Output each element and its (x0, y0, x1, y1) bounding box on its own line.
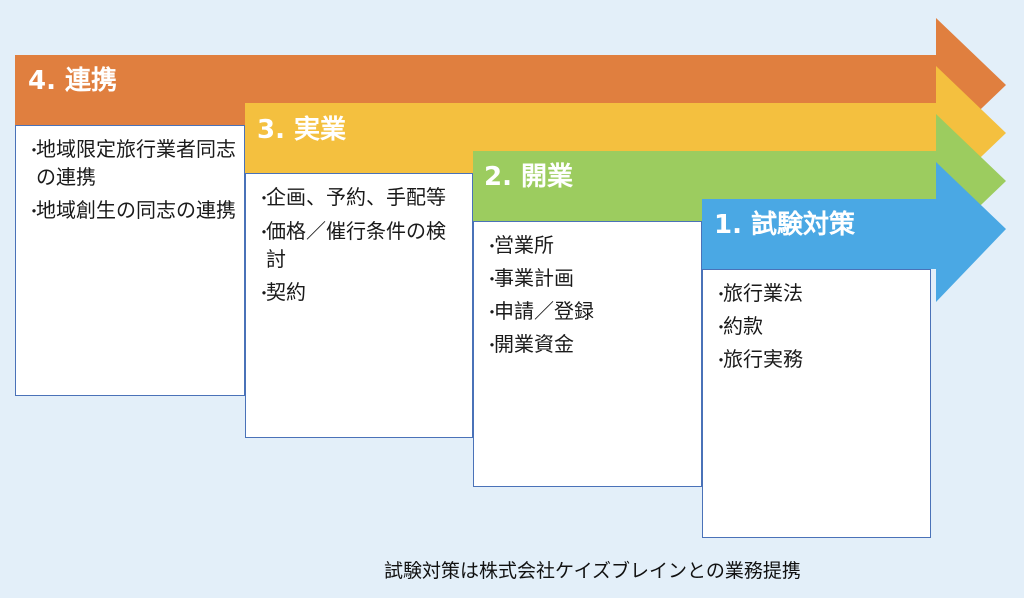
list-item: 事業計画 (484, 265, 693, 293)
list-item: 地域創生の同志の連携 (26, 197, 236, 225)
list-item: 約款 (713, 313, 922, 341)
list-item: 旅行業法 (713, 280, 922, 308)
stage-1-list: 旅行業法 約款 旅行実務 (713, 280, 922, 374)
stage-2-list: 営業所 事業計画 申請／登録 開業資金 (484, 232, 693, 359)
stage-2-title: 2. 開業 (484, 162, 574, 192)
stage-3-details-box: 企画、予約、手配等 価格／催行条件の検討 契約 (245, 173, 473, 438)
arrow-stage-1 (702, 162, 1006, 302)
list-item: 旅行実務 (713, 346, 922, 374)
stage-3-title: 3. 実業 (257, 115, 347, 145)
stage-4-details-box: 地域限定旅行業者同志の連携 地域創生の同志の連携 (15, 125, 245, 396)
stage-2-details-box: 営業所 事業計画 申請／登録 開業資金 (473, 221, 702, 487)
list-item: 企画、予約、手配等 (256, 184, 464, 212)
stage-1-title: 1. 試験対策 (714, 210, 856, 240)
list-item: 申請／登録 (484, 298, 693, 326)
list-item: 開業資金 (484, 331, 693, 359)
list-item: 地域限定旅行業者同志の連携 (26, 136, 236, 191)
stage-3-list: 企画、予約、手配等 価格／催行条件の検討 契約 (256, 184, 464, 307)
list-item: 契約 (256, 279, 464, 307)
list-item: 営業所 (484, 232, 693, 260)
footer-note: 試験対策は株式会社ケイズブレインとの業務提携 (384, 560, 801, 582)
list-item: 価格／催行条件の検討 (256, 218, 464, 273)
stage-4-title: 4. 連携 (28, 66, 118, 96)
stage-1-details-box: 旅行業法 約款 旅行実務 (702, 269, 931, 538)
stage-4-list: 地域限定旅行業者同志の連携 地域創生の同志の連携 (26, 136, 236, 225)
